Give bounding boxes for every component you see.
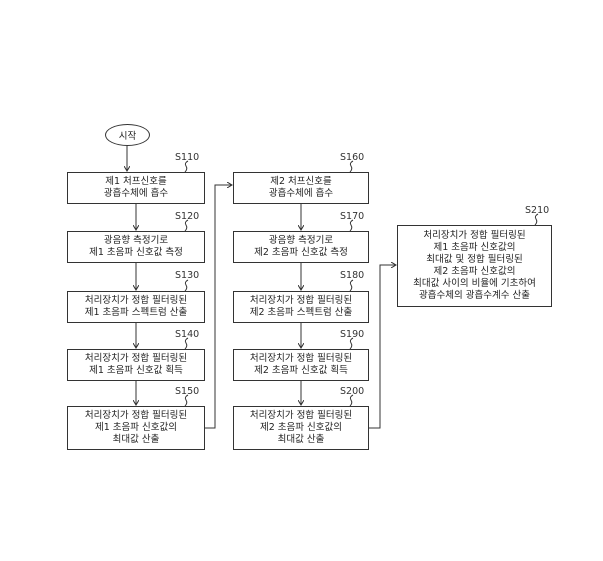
step-label-s170: S170 (340, 211, 365, 222)
step-s150: 처리장치가 정합 필터링된 제1 초음파 신호값의 최대값 산출 (67, 406, 205, 450)
step-s120: 광음향 측정기로 제1 초음파 신호값 측정 (67, 231, 205, 263)
step-label-s130: S130 (175, 270, 200, 281)
step-label-s120: S120 (175, 211, 200, 222)
step-s190: 처리장치가 정합 필터링된 제2 초음파 신호값 획득 (233, 349, 369, 381)
step-label-s110: S110 (175, 152, 200, 163)
step-label-s160: S160 (340, 152, 365, 163)
step-s170: 광음향 측정기로 제2 초음파 신호값 측정 (233, 231, 369, 263)
step-label-s180: S180 (340, 270, 365, 281)
step-label-s150: S150 (175, 386, 200, 397)
step-label-s140: S140 (175, 329, 200, 340)
step-label-s200: S200 (340, 386, 365, 397)
step-s180: 처리장치가 정합 필터링된 제2 초음파 스펙트럼 산출 (233, 291, 369, 323)
step-s200: 처리장치가 정합 필터링된 제2 초음파 신호값의 최대값 산출 (233, 406, 369, 450)
step-s210: 처리장치가 정합 필터링된 제1 초음파 신호값의 최대값 및 정합 필터링된 … (397, 225, 552, 307)
step-label-s190: S190 (340, 329, 365, 340)
step-s160: 제2 처프신호를 광흡수체에 흡수 (233, 172, 369, 204)
step-s110: 제1 처프신호를 광흡수체에 흡수 (67, 172, 205, 204)
step-label-s210: S210 (525, 205, 550, 216)
start-terminal: 시작 (105, 124, 150, 146)
step-s140: 처리장치가 정합 필터링된 제1 초음파 신호값 획득 (67, 349, 205, 381)
step-s130: 처리장치가 정합 필터링된 제1 초음파 스펙트럼 산출 (67, 291, 205, 323)
